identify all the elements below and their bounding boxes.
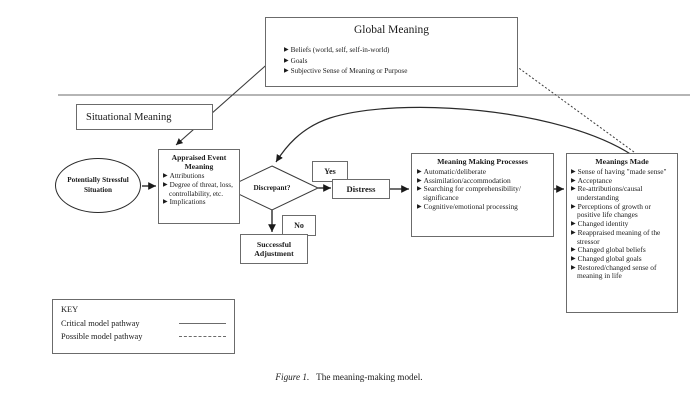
- stressful-situation-label: Potentially Stressful Situation: [67, 175, 129, 194]
- figure-caption: Figure 1. The meaning-making model.: [0, 372, 698, 382]
- meaning-making-bullets: Automatic/deliberate Assimilation/accomm…: [417, 167, 548, 212]
- appraised-event-title: Appraised Event Meaning: [171, 153, 227, 171]
- situational-meaning-label: Situational Meaning: [86, 111, 172, 123]
- appraised-event-bullets: Attributions Degree of threat, loss, con…: [163, 172, 235, 207]
- list-item: Cognitive/emotional processing: [417, 202, 548, 212]
- meanings-made-title: Meanings Made: [595, 157, 649, 166]
- no-text: No: [294, 221, 304, 230]
- distress-box: Distress: [332, 179, 390, 199]
- successful-adjustment-box: Successful Adjustment: [240, 234, 308, 264]
- legend-swatch-solid-line: [179, 323, 226, 324]
- arrow-global-to-appraised: [175, 59, 273, 146]
- legend-key-box: KEY Critical model pathway Possible mode…: [52, 299, 235, 354]
- yes-branch-label: Yes: [312, 161, 348, 182]
- situational-meaning-box: Situational Meaning: [76, 104, 213, 130]
- meaning-making-title: Meaning Making Processes: [437, 157, 528, 166]
- yes-text: Yes: [324, 167, 336, 176]
- list-item: Degree of threat, loss, controllability,…: [163, 181, 235, 198]
- list-item: Changed identity: [571, 219, 673, 229]
- discrepant-decision-node: Discrepant?: [226, 166, 318, 210]
- list-item: Reappraised meaning of the stressor: [571, 228, 673, 246]
- list-item: Sense of having "made sense": [571, 167, 673, 177]
- list-item: Goals: [284, 56, 517, 67]
- successful-adjustment-label: Successful Adjustment: [254, 239, 294, 258]
- list-item: Searching for comprehensibility/ signifi…: [417, 185, 548, 202]
- stressful-situation-ellipse: Potentially Stressful Situation: [55, 158, 141, 213]
- meanings-made-bullets: Sense of having "made sense" Acceptance …: [571, 167, 673, 281]
- list-item: Perceptions of growth or positive life c…: [571, 202, 673, 220]
- figure-caption-text: The meaning-making model.: [316, 372, 423, 382]
- global-meaning-title: Global Meaning: [353, 24, 430, 36]
- global-meaning-bullets: Beliefs (world, self, self-in-world) Goa…: [266, 45, 517, 77]
- legend-row-critical: Critical model pathway: [61, 319, 226, 328]
- distress-label: Distress: [346, 184, 376, 194]
- legend-swatch-dashed-line: [179, 336, 226, 337]
- legend-label-critical: Critical model pathway: [61, 319, 140, 328]
- legend-label-possible: Possible model pathway: [61, 332, 143, 341]
- list-item: Changed global beliefs: [571, 245, 673, 255]
- meanings-made-box: Meanings Made Sense of having "made sens…: [566, 153, 678, 313]
- list-item: Attributions: [163, 172, 235, 181]
- list-item: Subjective Sense of Meaning or Purpose: [284, 66, 517, 77]
- appraised-event-meaning-box: Appraised Event Meaning Attributions Deg…: [158, 149, 240, 224]
- legend-title: KEY: [61, 305, 79, 314]
- no-branch-label: No: [282, 215, 316, 236]
- meaning-making-processes-box: Meaning Making Processes Automatic/delib…: [411, 153, 554, 237]
- list-item: Acceptance: [571, 176, 673, 186]
- list-item: Beliefs (world, self, self-in-world): [284, 45, 517, 56]
- arrow-meanings-made-to-global: [504, 57, 635, 153]
- discrepant-label: Discrepant?: [253, 184, 291, 192]
- legend-row-possible: Possible model pathway: [61, 332, 226, 341]
- list-item: Assimilation/accommodation: [417, 176, 548, 186]
- list-item: Changed global goals: [571, 254, 673, 264]
- list-item: Automatic/deliberate: [417, 167, 548, 177]
- list-item: Restored/changed sense of meaning in lif…: [571, 263, 673, 281]
- list-item: Implications: [163, 198, 235, 207]
- global-meaning-box: Global Meaning Beliefs (world, self, sel…: [265, 17, 518, 87]
- list-item: Re-attributions/causal understanding: [571, 185, 673, 202]
- figure-number: Figure 1.: [275, 372, 310, 382]
